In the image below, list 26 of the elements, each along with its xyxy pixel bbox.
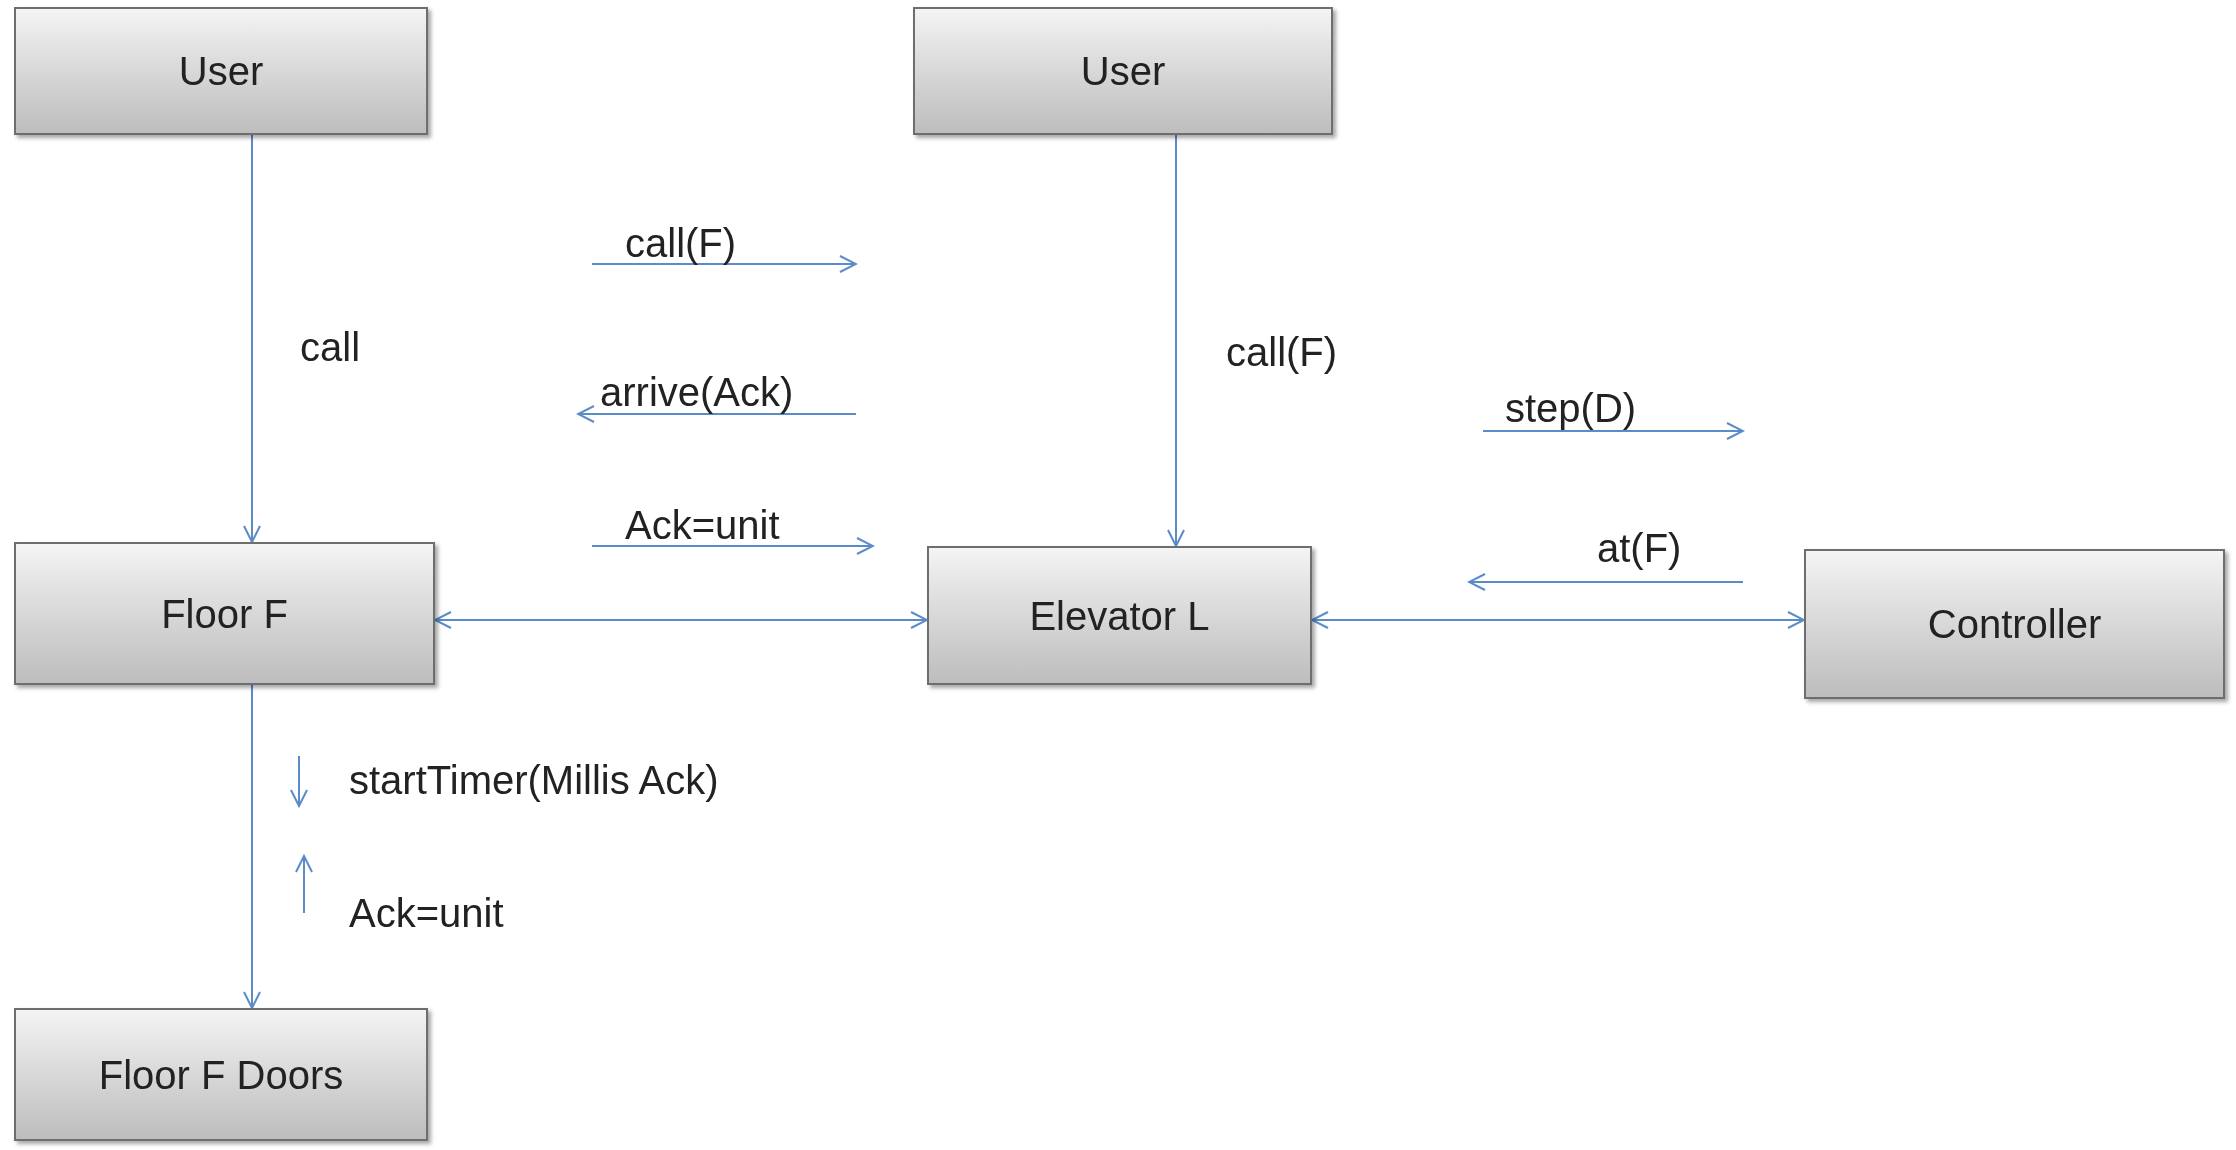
connector-arrow — [434, 611, 928, 629]
connector-arrow — [1311, 611, 1805, 629]
box-label: Elevator L — [1029, 592, 1210, 640]
process-box — [913, 7, 1333, 135]
connector-arrow — [1167, 134, 1185, 547]
process-box — [1804, 549, 2225, 699]
process-box — [14, 7, 428, 135]
box-label: User — [178, 48, 264, 95]
connector-arrow — [243, 134, 261, 543]
message-label: arrive(Ack) — [600, 369, 794, 416]
process-box — [14, 542, 435, 685]
edge-label: call(F) — [1226, 329, 1338, 376]
message-label: step(D) — [1505, 385, 1637, 432]
message-label: at(F) — [1597, 525, 1682, 572]
box-label: Controller — [1927, 601, 2102, 648]
box-label: Floor F Doors — [98, 1051, 344, 1099]
message-label: Ack=unit — [625, 502, 780, 549]
process-box — [14, 1008, 428, 1141]
edge-label: call — [300, 324, 361, 371]
message-label: call(F) — [625, 220, 737, 267]
message-label: Ack=unit — [349, 890, 504, 937]
connector-arrow — [243, 684, 261, 1009]
box-label: Floor F — [161, 590, 288, 638]
box-label: User — [1080, 48, 1166, 95]
process-box — [927, 546, 1312, 685]
message-label: startTimer(Millis Ack) — [349, 757, 719, 804]
